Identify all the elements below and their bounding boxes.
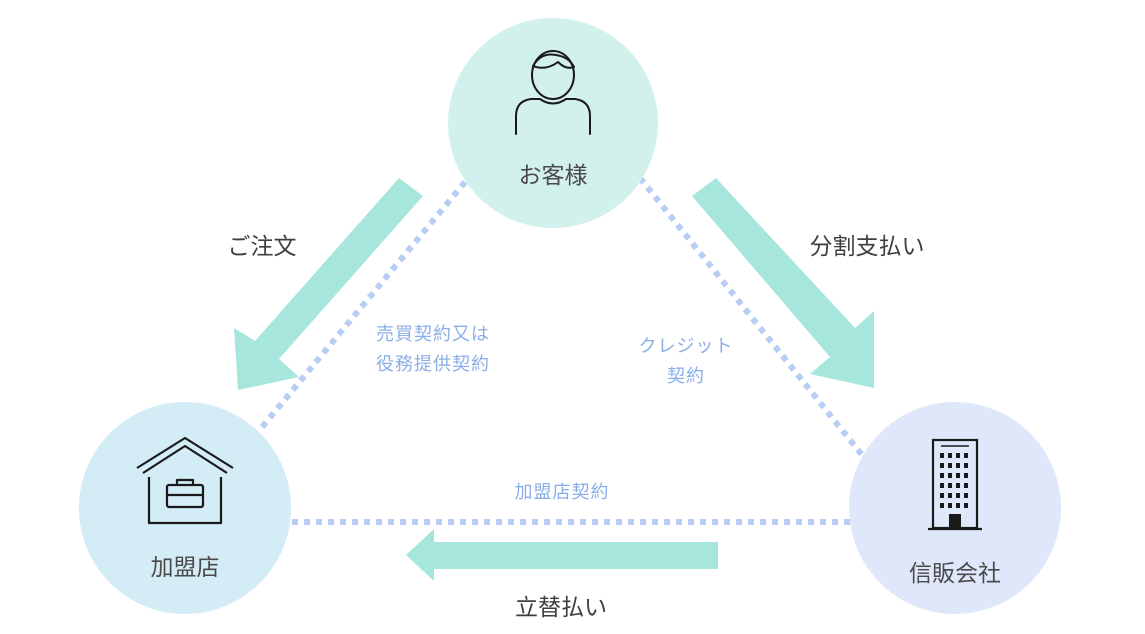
person-icon (515, 50, 591, 135)
sales-contract-line1: 売買契約又は (376, 324, 490, 345)
store-briefcase-icon (136, 436, 234, 525)
order-arrow (234, 178, 423, 390)
sales-contract-label: 売買契約又は 役務提供契約 (376, 320, 490, 380)
installment-label: 分割支払い (809, 234, 925, 260)
office-building-icon (928, 438, 982, 531)
credit-company-label: 信販会社 (909, 561, 1001, 587)
customer-label: お客様 (518, 163, 588, 189)
order-label: ご注文 (227, 234, 297, 260)
merchant-label: 加盟店 (150, 555, 220, 581)
customer-node (448, 18, 658, 228)
credit-company-node (849, 402, 1061, 614)
installment-arrow (692, 178, 874, 388)
advance-payment-arrow (406, 529, 718, 581)
credit-contract-label: クレジット 契約 (639, 332, 734, 392)
credit-contract-line1: クレジット (638, 336, 734, 357)
merchant-contract-label: 加盟店契約 (514, 482, 610, 503)
advance-payment-label: 立替払い (515, 595, 607, 621)
credit-contract-line2: 契約 (667, 366, 705, 387)
sales-contract-line2: 役務提供契約 (376, 354, 490, 375)
